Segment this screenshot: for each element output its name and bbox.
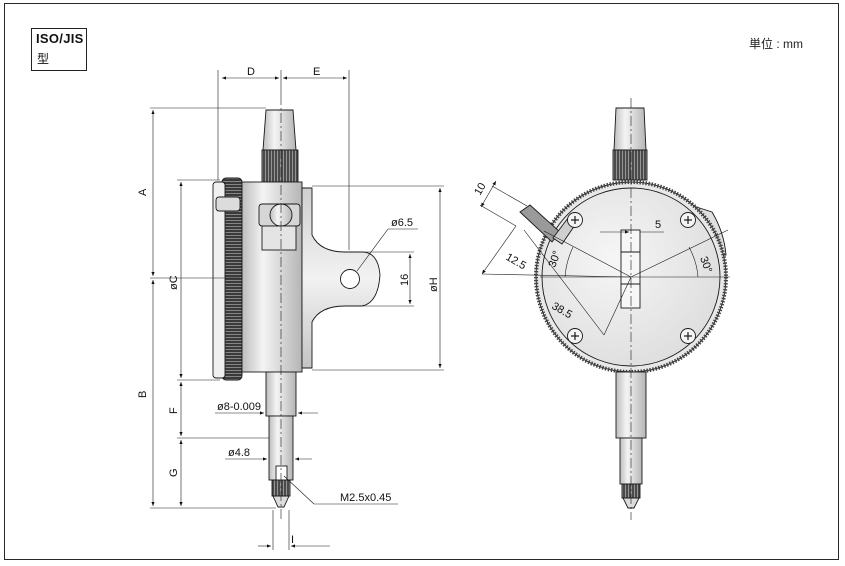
- dim-stem-dia: ø8-0.009: [217, 401, 261, 413]
- dim-spindle-dia: ø4.8: [228, 447, 250, 459]
- dim-radius-small: 12.5: [504, 251, 529, 272]
- standard-label: ISO/JIS: [36, 31, 84, 46]
- dim-offset-right: 5: [655, 219, 661, 231]
- dim-C: øC: [168, 275, 180, 290]
- type-label: 型: [37, 52, 50, 66]
- dim-angle-left: 30°: [547, 249, 564, 269]
- dim-H: øH: [428, 277, 440, 292]
- dim-I: I: [291, 534, 294, 546]
- dim-cap-width: 10: [472, 181, 489, 198]
- dim-F: F: [168, 407, 180, 414]
- dim-lug-height: 16: [399, 274, 411, 286]
- dim-B: B: [137, 391, 149, 398]
- side-labels: D E A B øC F G ø8-0.009 ø4.8 ø6.5 16 øH …: [137, 66, 440, 546]
- dim-D: D: [247, 66, 255, 78]
- dim-angle-right: 30°: [697, 255, 714, 275]
- dim-E: E: [313, 66, 320, 78]
- dim-thread: M2.5x0.45: [340, 492, 391, 504]
- side-dimensions: [150, 70, 444, 550]
- dim-A: A: [137, 188, 149, 196]
- dim-G: G: [168, 468, 180, 477]
- standard-box: ISO/JIS 型: [31, 28, 87, 71]
- unit-label: 単位 : mm: [749, 37, 803, 51]
- dim-hole-dia: ø6.5: [391, 217, 413, 229]
- front-dimensions: [479, 98, 730, 520]
- drawing-frame: [4, 3, 839, 560]
